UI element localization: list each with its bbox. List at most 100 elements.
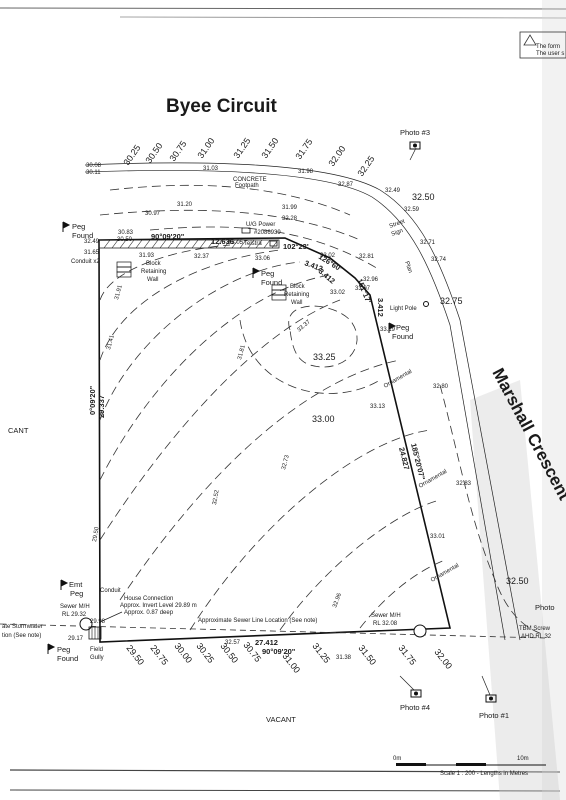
spot-height: 30.50 bbox=[117, 237, 133, 243]
stormwater-label-2: tion (See note) bbox=[2, 633, 41, 639]
camera-icon-photo3 bbox=[409, 141, 421, 150]
spot-height: 29.98 bbox=[90, 619, 106, 625]
top-level: 30.75 bbox=[167, 139, 188, 163]
distance-east: 24.827 bbox=[397, 446, 411, 470]
photo-edge-label: Photo bbox=[535, 603, 555, 612]
bottom-level: 29.75 bbox=[148, 643, 170, 667]
lot-boundary bbox=[98, 237, 452, 643]
spot-height: 32.71 bbox=[420, 240, 436, 246]
block-label: Block bbox=[290, 284, 306, 290]
feature-labels: Photo #3 Photo #4 Photo #1 Photo Peg Fou… bbox=[2, 128, 555, 724]
spot-height: 33.06 bbox=[255, 256, 271, 262]
retaining-label: Retaining bbox=[141, 269, 166, 275]
corner-note: The form The user s bbox=[519, 31, 566, 59]
spot-height: 32.73 bbox=[281, 454, 291, 471]
spot-height: 31.41 bbox=[106, 334, 116, 351]
vacant-left-label: CANT bbox=[8, 426, 29, 435]
spot-height: 32.37 bbox=[194, 254, 210, 260]
spot-height: 30.11 bbox=[86, 170, 101, 176]
spot-height: 31.91 bbox=[114, 284, 124, 301]
spot-height: 33.07 bbox=[355, 286, 371, 292]
sewer-mh-right-label: Sewer M/H bbox=[371, 613, 401, 619]
spot-height: 31.38 bbox=[336, 655, 352, 661]
conduit-top-label: Conduit x2 bbox=[71, 259, 100, 265]
bearing-bottom: 90°09'20" bbox=[262, 647, 296, 656]
spot-height: 31.98 bbox=[298, 169, 314, 175]
spot-height: 30.83 bbox=[118, 230, 134, 236]
photo3-label: Photo #3 bbox=[400, 128, 430, 137]
top-level: 32.25 bbox=[355, 154, 376, 178]
peg-icon-middle bbox=[252, 267, 261, 278]
photo1-direction-arrow bbox=[481, 675, 491, 696]
spot-height: 31.99 bbox=[282, 205, 298, 211]
corner-note-line1: The form bbox=[536, 44, 560, 50]
top-level: 32.75 bbox=[440, 296, 463, 306]
wall-label: Wall bbox=[147, 277, 158, 283]
spot-height: 32.52 bbox=[212, 489, 221, 505]
retaining-wall-icon-right bbox=[271, 284, 287, 301]
peg-icon-top-left bbox=[62, 221, 71, 232]
distance-bottom: 27.412 bbox=[255, 638, 278, 647]
spot-height: 32.83 bbox=[456, 481, 472, 487]
spot-height: 32.87 bbox=[338, 182, 354, 188]
photo1-label: Photo #1 bbox=[479, 711, 509, 720]
spot-height: 32.96 bbox=[363, 277, 379, 283]
bottom-frame-line bbox=[9, 769, 561, 773]
hatch-marks bbox=[103, 239, 279, 249]
bottom-level: 30.00 bbox=[172, 641, 194, 665]
found-label: Found bbox=[392, 332, 413, 341]
stormwater-label-1: ate Stormwater bbox=[2, 624, 43, 630]
kerb-line-outer bbox=[84, 162, 521, 641]
bottom-level-labels: 29.50 29.75 30.00 30.25 30.50 30.75 31.0… bbox=[124, 640, 454, 675]
spot-height: 33.05 bbox=[228, 240, 244, 246]
top-level: 31.25 bbox=[231, 136, 252, 160]
top-scan-border bbox=[0, 7, 566, 10]
top-level: 31.00 bbox=[195, 136, 216, 160]
scan-shadow bbox=[542, 0, 566, 800]
spot-height: 33.13 bbox=[370, 404, 386, 410]
sewer-line-label: Approximate Sewer Line Location (See not… bbox=[198, 618, 317, 624]
spot-height: 30.08 bbox=[86, 163, 102, 169]
bearing-east: 185°20'07" bbox=[409, 442, 427, 481]
concrete-label: CONCRETE bbox=[233, 177, 267, 183]
scale-caption: Scale 1 : 200 - Lengths in Metres bbox=[440, 771, 528, 777]
spot-height: 32.57 bbox=[225, 640, 241, 646]
camera-icon-photo1 bbox=[485, 694, 497, 703]
conduit-label: Conduit bbox=[100, 588, 121, 594]
spot-height: 29.50 bbox=[92, 526, 101, 542]
depth-label: Approx. 0.87 deep bbox=[124, 610, 174, 616]
bottom-level: 29.50 bbox=[124, 643, 146, 667]
spot-height: 32.49 bbox=[385, 188, 401, 194]
found-label: Found bbox=[57, 654, 78, 663]
spot-height: 32.96 bbox=[332, 592, 343, 609]
peg-icon-right bbox=[388, 322, 397, 333]
retaining-wall-icon-left bbox=[116, 261, 132, 278]
bearing-west: 0°09'20" bbox=[88, 385, 97, 415]
top-level: 31.75 bbox=[293, 137, 314, 161]
sewer-rl-right-label: RL 32.08 bbox=[373, 621, 398, 627]
peg-label: Peg bbox=[72, 222, 85, 231]
vacant-bottom-label: VACANT bbox=[266, 715, 296, 724]
power-pit-icon bbox=[241, 227, 251, 234]
spot-height: 30.97 bbox=[145, 211, 161, 217]
footpath-label: Footpath bbox=[235, 183, 259, 189]
plan-label: Plan bbox=[403, 261, 413, 274]
bottom-level: 32.00 bbox=[432, 647, 454, 671]
peg-label: Peg bbox=[57, 645, 70, 654]
bottom-level: 31.25 bbox=[310, 641, 332, 665]
spot-height: 29.17 bbox=[68, 636, 84, 642]
block-label: Block bbox=[146, 261, 162, 267]
wall-label: Wall bbox=[291, 300, 302, 306]
distance-top: 12.636 bbox=[211, 237, 234, 246]
spot-height: 33.19 bbox=[380, 327, 396, 333]
spot-height: 31.20 bbox=[177, 202, 193, 208]
emt-peg-label: Peg bbox=[70, 589, 83, 598]
telstra-pit-icon bbox=[269, 240, 278, 247]
sewer-manhole-right bbox=[413, 624, 427, 638]
corner-note-line2: The user s bbox=[536, 51, 564, 57]
spot-height: 32.59 bbox=[404, 207, 420, 213]
sewer-rl-left-label: RL 29.32 bbox=[62, 612, 87, 618]
spot-height: 32.74 bbox=[431, 257, 447, 263]
spot-height: 31.65 bbox=[84, 250, 100, 256]
tbm-label-1: TBM Screw bbox=[519, 626, 551, 632]
